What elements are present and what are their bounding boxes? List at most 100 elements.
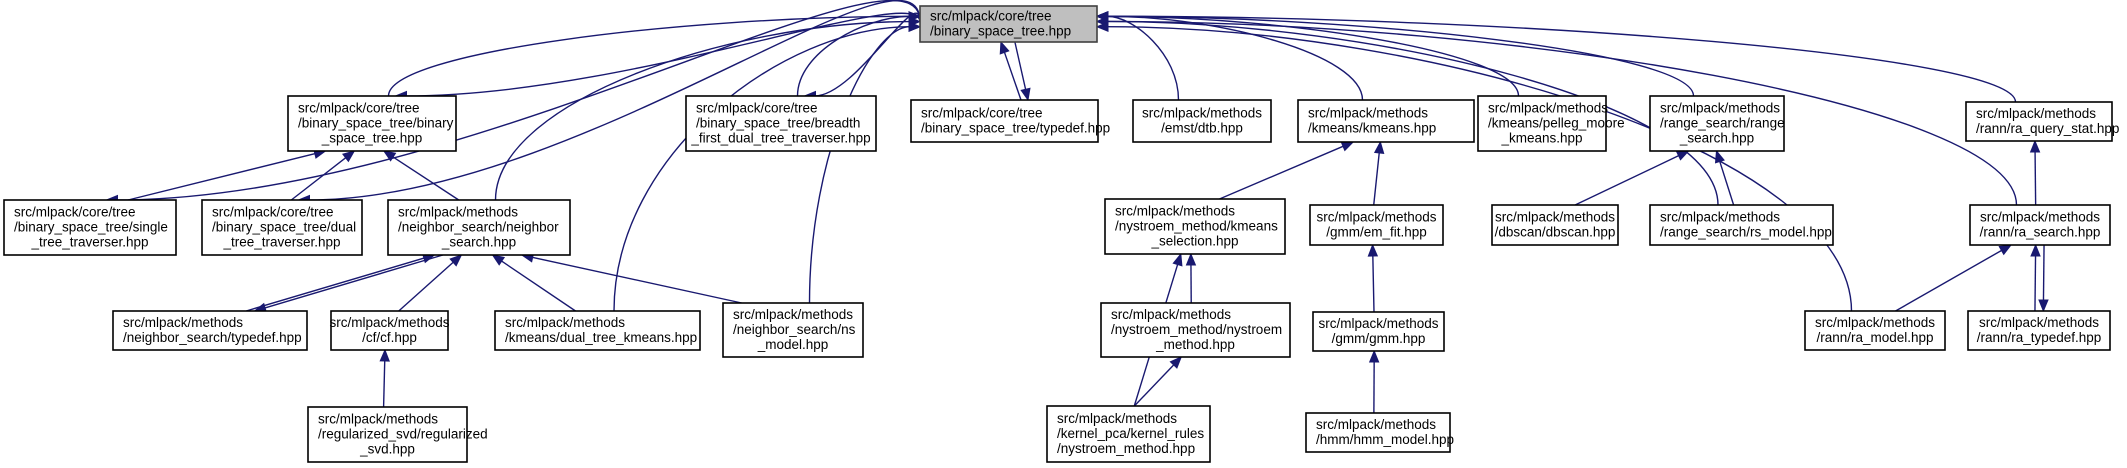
- file-node[interactable]: src/mlpack/methods/dbscan/dbscan.hpp: [1491, 204, 1619, 246]
- file-node[interactable]: src/mlpack/methods/nystroem_method/kmean…: [1104, 198, 1286, 255]
- node-label-line: src/mlpack/methods: [1488, 101, 1608, 116]
- node-label-line: _method.hpp: [1155, 337, 1235, 352]
- arrowhead-icon: [1172, 252, 1183, 267]
- node-label-line: src/mlpack/methods: [1815, 315, 1935, 330]
- arrowhead-icon: [1169, 356, 1183, 369]
- file-node[interactable]: src/mlpack/methods/rann/ra_typedef.hpp: [1967, 310, 2111, 351]
- arrowhead-icon: [1340, 141, 1355, 152]
- dependency-edge: [999, 40, 1022, 101]
- file-node[interactable]: src/mlpack/core/tree/binary_space_tree/t…: [910, 99, 1110, 143]
- edge-line: [796, 15, 911, 97]
- node-label-line: /gmm/gmm.hpp: [1332, 331, 1426, 346]
- file-node[interactable]: src/mlpack/methods/regularized_svd/regul…: [307, 406, 488, 463]
- root-node[interactable]: src/mlpack/core/tree/binary_space_tree.h…: [919, 5, 1098, 43]
- file-node[interactable]: src/mlpack/methods/neighbor_search/ns_mo…: [722, 302, 864, 358]
- node-box: [1312, 311, 1445, 352]
- edge-line: [1106, 20, 2018, 206]
- node-label-line: /rann/ra_model.hpp: [1816, 330, 1933, 345]
- node-label-line: /cf/cf.hpp: [362, 330, 417, 345]
- edge-line: [1133, 363, 1175, 407]
- file-node[interactable]: src/mlpack/methods/rann/ra_search.hpp: [1969, 204, 2111, 246]
- edge-line: [1106, 15, 1520, 97]
- node-label-line: _first_dual_tree_traverser.hpp: [690, 131, 870, 146]
- node-box: [307, 406, 468, 463]
- node-label-line: /binary_space_tree/binary: [298, 116, 454, 131]
- dependency-edge: [1373, 140, 1385, 206]
- dependency-edge: [1133, 356, 1183, 407]
- node-label-line: _svd.hpp: [359, 442, 415, 457]
- node-label-line: src/mlpack/methods: [1660, 210, 1780, 225]
- node-label-line: /binary_space_tree/typedef.hpp: [921, 121, 1110, 136]
- node-label-line: src/mlpack/core/tree: [696, 101, 818, 116]
- node-label-line: src/mlpack/methods: [1495, 210, 1615, 225]
- edge-line: [1574, 154, 1680, 206]
- edges-layer: [105, 0, 2049, 414]
- edge-line: [2034, 254, 2037, 312]
- edge-line: [290, 156, 347, 201]
- node-box: [1649, 95, 1785, 152]
- file-node[interactable]: src/mlpack/methods/kernel_pca/kernel_rul…: [1046, 405, 1211, 463]
- node-label-line: src/mlpack/methods: [1115, 204, 1235, 219]
- dependency-edge: [1219, 141, 1355, 200]
- edge-line: [382, 359, 386, 408]
- file-node[interactable]: src/mlpack/methods/range_search/rs_model…: [1649, 204, 1834, 246]
- file-node[interactable]: src/mlpack/methods/gmm/gmm.hpp: [1312, 311, 1445, 352]
- file-node[interactable]: src/mlpack/methods/range_search/range_se…: [1649, 95, 1785, 152]
- file-node[interactable]: src/mlpack/methods/hmm/hmm_model.hpp: [1305, 412, 1454, 453]
- node-label-line: /neighbor_search/ns: [733, 322, 856, 337]
- file-node[interactable]: src/mlpack/methods/kmeans/kmeans.hpp: [1297, 99, 1475, 143]
- arrowhead-icon: [1185, 252, 1197, 266]
- file-node[interactable]: src/mlpack/methods/emst/dtb.hpp: [1132, 99, 1272, 143]
- arrowhead-icon: [2030, 243, 2041, 257]
- nodes-layer: src/mlpack/core/tree/binary_space_tree.h…: [3, 5, 2119, 463]
- node-box: [1309, 204, 1444, 246]
- file-node[interactable]: src/mlpack/methods/cf/cf.hpp: [329, 310, 450, 351]
- dependency-edge: [2029, 139, 2041, 206]
- arrowhead-icon: [379, 348, 390, 362]
- arrowhead-icon: [342, 150, 356, 163]
- file-node[interactable]: src/mlpack/methods/kmeans/pelleg_moore_k…: [1477, 95, 1625, 152]
- node-box: [1046, 405, 1211, 463]
- arrowhead-icon: [1675, 150, 1690, 161]
- node-box: [3, 199, 177, 256]
- arrowhead-icon: [2038, 299, 2049, 313]
- node-label-line: src/mlpack/core/tree: [921, 106, 1043, 121]
- edge-line: [2034, 150, 2037, 206]
- file-node[interactable]: src/mlpack/core/tree/binary_space_tree/b…: [287, 95, 457, 152]
- file-node[interactable]: src/mlpack/methods/rann/ra_model.hpp: [1804, 310, 1946, 351]
- edge-line: [1106, 15, 1364, 101]
- node-label-line: /neighbor_search/typedef.hpp: [123, 330, 302, 345]
- edge-line: [1373, 151, 1381, 206]
- file-node[interactable]: src/mlpack/methods/nystroem_method/nystr…: [1100, 302, 1291, 358]
- edge-line: [1003, 51, 1022, 101]
- arrowhead-icon: [1367, 243, 1379, 257]
- node-box: [1649, 204, 1834, 246]
- node-box: [1477, 95, 1607, 152]
- edge-line: [1106, 15, 1695, 97]
- edge-line: [2042, 244, 2045, 302]
- arrowhead-icon: [491, 254, 506, 266]
- file-node[interactable]: src/mlpack/methods/rann/ra_query_stat.hp…: [1965, 101, 2119, 142]
- file-node[interactable]: src/mlpack/core/tree/binary_space_tree/d…: [201, 199, 363, 256]
- file-node[interactable]: src/mlpack/core/tree/binary_space_tree/b…: [685, 95, 877, 152]
- edge-line: [398, 261, 455, 312]
- dependency-edge: [520, 252, 742, 304]
- node-label-line: _tree_traverser.hpp: [222, 235, 340, 250]
- dependency-edge: [1095, 11, 1695, 97]
- dependency-edge: [398, 254, 463, 312]
- file-node[interactable]: src/mlpack/methods/neighbor_search/typed…: [112, 310, 308, 351]
- file-node[interactable]: src/mlpack/core/tree/binary_space_tree/s…: [3, 199, 177, 256]
- file-node[interactable]: src/mlpack/methods/kmeans/dual_tree_kmea…: [494, 310, 701, 351]
- dependency-edge: [491, 254, 576, 312]
- node-label-line: /range_search/rs_model.hpp: [1660, 225, 1832, 240]
- node-label-line: /nystroem_method.hpp: [1057, 441, 1195, 456]
- node-label-line: /rann/ra_typedef.hpp: [1977, 330, 2102, 345]
- file-node[interactable]: src/mlpack/methods/gmm/em_fit.hpp: [1309, 204, 1444, 246]
- node-label-line: src/mlpack/methods: [1976, 106, 2096, 121]
- node-label-line: src/mlpack/methods: [505, 315, 625, 330]
- edge-line: [263, 254, 444, 309]
- dependency-edge: [394, 12, 921, 102]
- node-box: [494, 310, 701, 351]
- file-node[interactable]: src/mlpack/methods/neighbor_search/neigh…: [387, 199, 571, 256]
- node-label-line: src/mlpack/methods: [398, 205, 518, 220]
